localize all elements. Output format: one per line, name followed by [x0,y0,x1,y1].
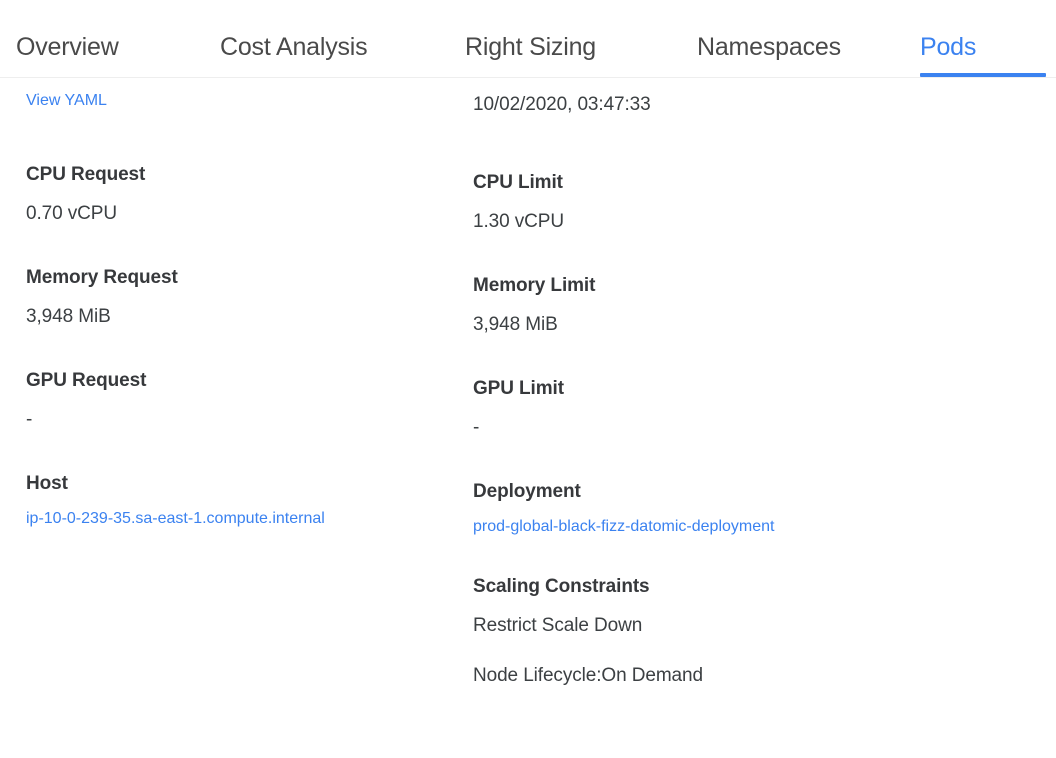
field-scaling-constraints: Scaling Constraints Restrict Scale Down … [473,574,1056,689]
field-gpu-limit: GPU Limit - [473,376,1056,441]
scaling-constraint-item: Node Lifecycle:On Demand [473,665,703,686]
spacer [26,352,464,368]
field-cpu-limit: CPU Limit 1.30 vCPU [473,170,1056,235]
memory-request-label: Memory Request [26,267,178,288]
spacer [473,257,1056,273]
field-view-yaml: View YAML [26,92,464,110]
field-host: Host ip-10-0-239-35.sa-east-1.compute.in… [26,471,464,528]
tab-bar: Overview Cost Analysis Right Sizing Name… [0,0,1056,78]
spacer [26,134,464,162]
memory-request-value: 3,948 MiB [26,306,111,327]
detail-column-right: 10/02/2020, 03:47:33 CPU Limit 1.30 vCPU… [464,92,1056,713]
field-timestamp: 10/02/2020, 03:47:33 [473,92,1056,118]
tab-overview-label: Overview [16,33,119,61]
field-deployment: Deployment prod-global-black-fizz-datomi… [473,479,1056,536]
detail-column-left: View YAML CPU Request 0.70 vCPU Memory R… [0,92,464,713]
cpu-limit-label: CPU Limit [473,172,563,193]
spacer [473,463,1056,479]
tab-cost-analysis-label: Cost Analysis [220,33,368,61]
tab-pods[interactable]: Pods [920,0,1056,77]
gpu-limit-label: GPU Limit [473,378,564,399]
field-memory-limit: Memory Limit 3,948 MiB [473,273,1056,338]
gpu-limit-value: - [473,417,480,438]
scaling-constraints-label: Scaling Constraints [473,576,650,597]
field-cpu-request: CPU Request 0.70 vCPU [26,162,464,227]
spacer [473,360,1056,376]
scaling-constraint-item: Restrict Scale Down [473,615,643,636]
cpu-request-label: CPU Request [26,164,146,185]
tab-active-indicator [920,73,1046,77]
gpu-request-label: GPU Request [26,370,147,391]
deployment-label: Deployment [473,481,581,502]
spacer [26,249,464,265]
tab-list: Overview Cost Analysis Right Sizing Name… [0,0,1056,77]
tab-namespaces-label: Namespaces [697,33,841,61]
tab-namespaces[interactable]: Namespaces [697,0,920,77]
field-memory-request: Memory Request 3,948 MiB [26,265,464,330]
pod-detail-panel: View YAML CPU Request 0.70 vCPU Memory R… [0,78,1056,713]
tab-right-sizing[interactable]: Right Sizing [465,0,697,77]
cpu-limit-value: 1.30 vCPU [473,211,564,232]
deployment-link[interactable]: prod-global-black-fizz-datomic-deploymen… [473,518,775,535]
gpu-request-value: - [26,409,33,430]
view-yaml-link[interactable]: View YAML [26,92,107,109]
host-label: Host [26,473,68,494]
tab-overview[interactable]: Overview [16,0,220,77]
spacer [473,558,1056,574]
memory-limit-label: Memory Limit [473,275,596,296]
host-link[interactable]: ip-10-0-239-35.sa-east-1.compute.interna… [26,510,325,527]
spacer [26,455,464,471]
cpu-request-value: 0.70 vCPU [26,203,117,224]
timestamp-value: 10/02/2020, 03:47:33 [473,94,651,115]
memory-limit-value: 3,948 MiB [473,314,558,335]
tab-right-sizing-label: Right Sizing [465,33,596,61]
tab-pods-label: Pods [920,33,977,61]
tab-cost-analysis[interactable]: Cost Analysis [220,0,465,77]
field-gpu-request: GPU Request - [26,368,464,433]
spacer [473,142,1056,170]
